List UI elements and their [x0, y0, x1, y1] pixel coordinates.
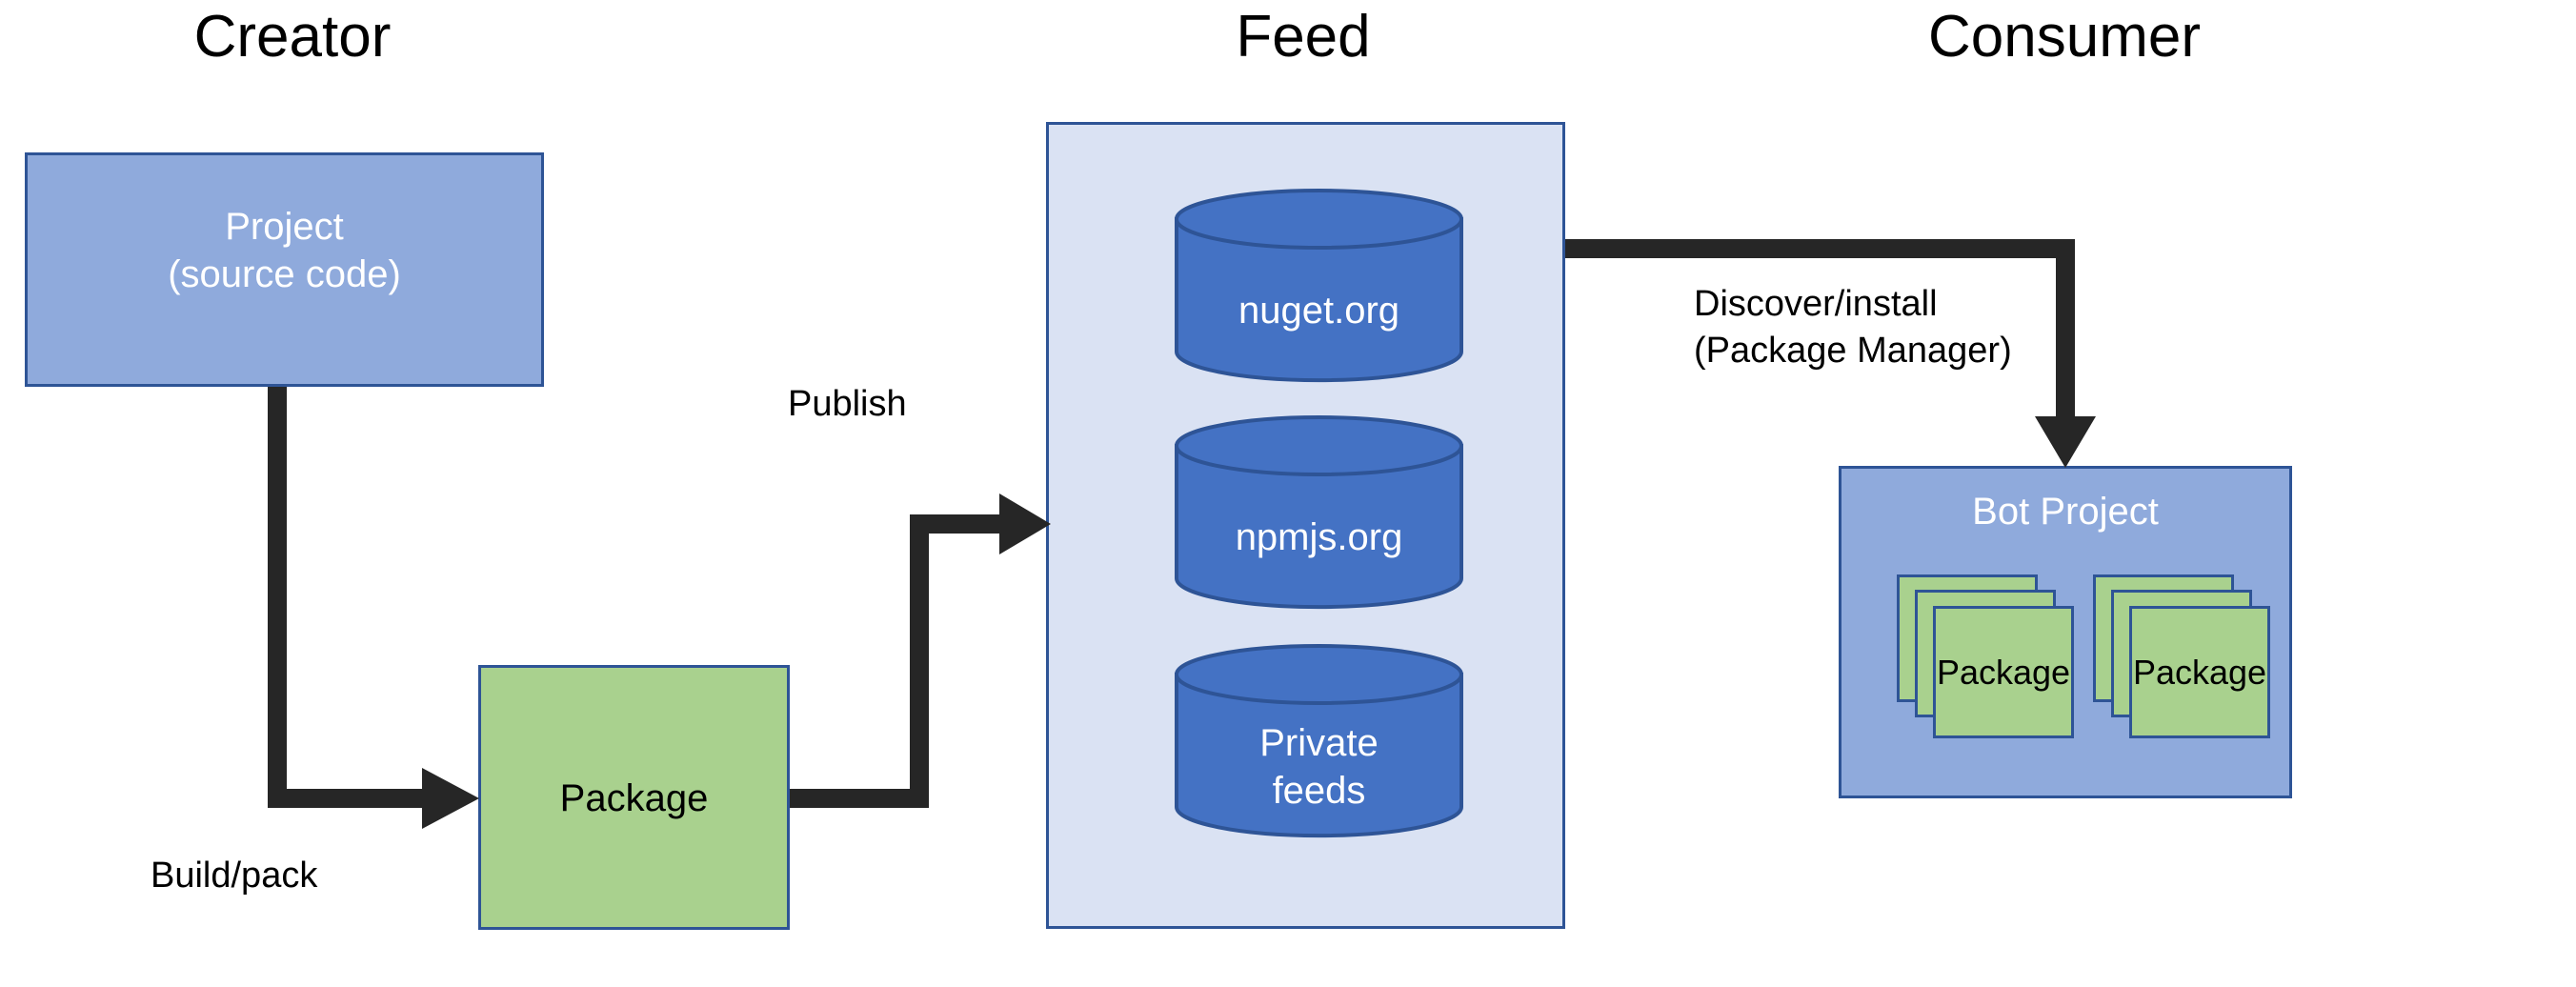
- column-title-feed: Feed: [1236, 4, 1371, 70]
- cylinder-icon: [1175, 644, 1463, 838]
- package-card-front[interactable]: Package: [1933, 606, 2074, 738]
- project-box-label: Project (source code): [168, 206, 401, 295]
- package-card-front[interactable]: Package: [2129, 606, 2270, 738]
- package-stack-right[interactable]: Package: [2093, 574, 2270, 738]
- feed-store-private-feeds-label: Private feeds: [1259, 722, 1379, 812]
- package-card-label: Package: [1936, 653, 2071, 692]
- edge-label-discover-install: Discover/install (Package Manager): [1694, 284, 2012, 372]
- package-card-label: Package: [2132, 653, 2267, 692]
- feed-store-nuget[interactable]: nuget.org: [1174, 188, 1464, 383]
- bot-project-label: Bot Project: [1972, 491, 2159, 533]
- feed-store-npmjs[interactable]: npmjs.org: [1174, 414, 1464, 610]
- edge-label-build-pack: Build/pack: [151, 856, 318, 896]
- cylinder-icon: [1175, 415, 1463, 610]
- cylinder-icon: [1175, 189, 1463, 383]
- project-box[interactable]: Project (source code): [25, 152, 544, 387]
- feed-store-npmjs-label: npmjs.org: [1235, 516, 1403, 558]
- package-stack-left[interactable]: Package: [1897, 574, 2074, 738]
- connector-publish: [790, 494, 1051, 808]
- feed-store-nuget-label: nuget.org: [1238, 290, 1400, 332]
- connector-build-pack: [268, 387, 479, 829]
- feed-store-private-feeds[interactable]: Private feeds: [1174, 643, 1464, 838]
- column-title-consumer: Consumer: [1928, 4, 2201, 70]
- package-box[interactable]: Package: [478, 665, 790, 930]
- column-title-creator: Creator: [193, 4, 392, 70]
- edge-label-publish: Publish: [788, 384, 907, 424]
- package-box-label: Package: [559, 777, 709, 819]
